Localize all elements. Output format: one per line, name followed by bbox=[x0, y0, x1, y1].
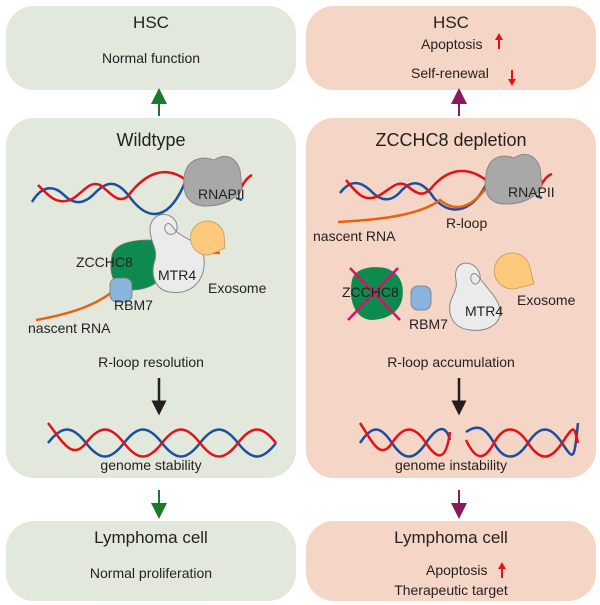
left-rnapii-label: RNAPII bbox=[198, 186, 245, 202]
right-rbm7-label: RBM7 bbox=[409, 316, 448, 332]
right-zcchc8-label: ZCCHC8 bbox=[342, 284, 399, 300]
left-stable-dna bbox=[47, 422, 277, 458]
right-mtr4-shape bbox=[449, 262, 501, 331]
right-zcchc8-cross bbox=[349, 267, 401, 321]
right-zcchc8-shape bbox=[350, 267, 403, 320]
left-lymphoma-status: Normal proliferation bbox=[89, 565, 213, 581]
right-process-label: R-loop accumulation bbox=[387, 354, 515, 370]
right-hsc-selfrenewal-down-icon bbox=[508, 70, 516, 86]
left-zcchc8-label: ZCCHC8 bbox=[76, 254, 133, 270]
right-hsc-apoptosis: Apoptosis bbox=[421, 36, 483, 52]
right-lymphoma-apoptosis-up-icon bbox=[498, 562, 506, 578]
left-rbm7-label: RBM7 bbox=[114, 297, 153, 313]
right-broken-dna bbox=[358, 422, 580, 458]
left-hsc-status: Normal function bbox=[101, 50, 201, 66]
right-dna-rloop bbox=[337, 169, 553, 224]
right-lymphoma-apoptosis: Apoptosis bbox=[426, 562, 488, 578]
left-process-label: R-loop resolution bbox=[98, 354, 204, 370]
left-nascent-rna-label: nascent RNA bbox=[28, 320, 111, 336]
right-lymphoma-title: Lymphoma cell bbox=[394, 528, 508, 547]
left-lymphoma-box bbox=[6, 521, 296, 601]
left-lymphoma-title: Lymphoma cell bbox=[94, 528, 208, 547]
right-lymphoma-box bbox=[306, 521, 596, 601]
left-hsc-title: HSC bbox=[133, 13, 169, 32]
left-hsc-box bbox=[6, 6, 296, 90]
right-exosome-label: Exosome bbox=[517, 292, 576, 308]
left-rnapii-shape bbox=[183, 155, 243, 207]
right-mtr4-label: MTR4 bbox=[465, 303, 504, 319]
right-hsc-box bbox=[306, 6, 596, 90]
left-outcome-label: genome stability bbox=[100, 457, 202, 473]
right-rnapii-label: RNAPII bbox=[508, 184, 555, 200]
right-rbm7-shape bbox=[410, 285, 432, 311]
right-lymphoma-target: Therapeutic target bbox=[394, 582, 508, 598]
right-hsc-title: HSC bbox=[433, 13, 469, 32]
left-main-title: Wildtype bbox=[116, 130, 186, 150]
right-exosome-shape bbox=[493, 252, 535, 290]
right-outcome-label: genome instability bbox=[394, 457, 508, 473]
left-exosome-label: Exosome bbox=[208, 280, 267, 296]
right-hsc-selfrenewal: Self-renewal bbox=[411, 65, 489, 81]
left-exosome-shape bbox=[190, 220, 226, 256]
right-rnapii-shape bbox=[484, 153, 543, 205]
right-rloop-label: R-loop bbox=[446, 215, 488, 231]
left-mtr4-label: MTR4 bbox=[158, 267, 197, 283]
right-nascent-rna-label: nascent RNA bbox=[313, 228, 396, 244]
left-rbm7-shape bbox=[109, 277, 133, 303]
right-nascent-rna bbox=[337, 187, 487, 224]
right-main-title: ZCCHC8 depletion bbox=[375, 130, 527, 150]
right-hsc-apoptosis-up-icon bbox=[495, 33, 503, 49]
